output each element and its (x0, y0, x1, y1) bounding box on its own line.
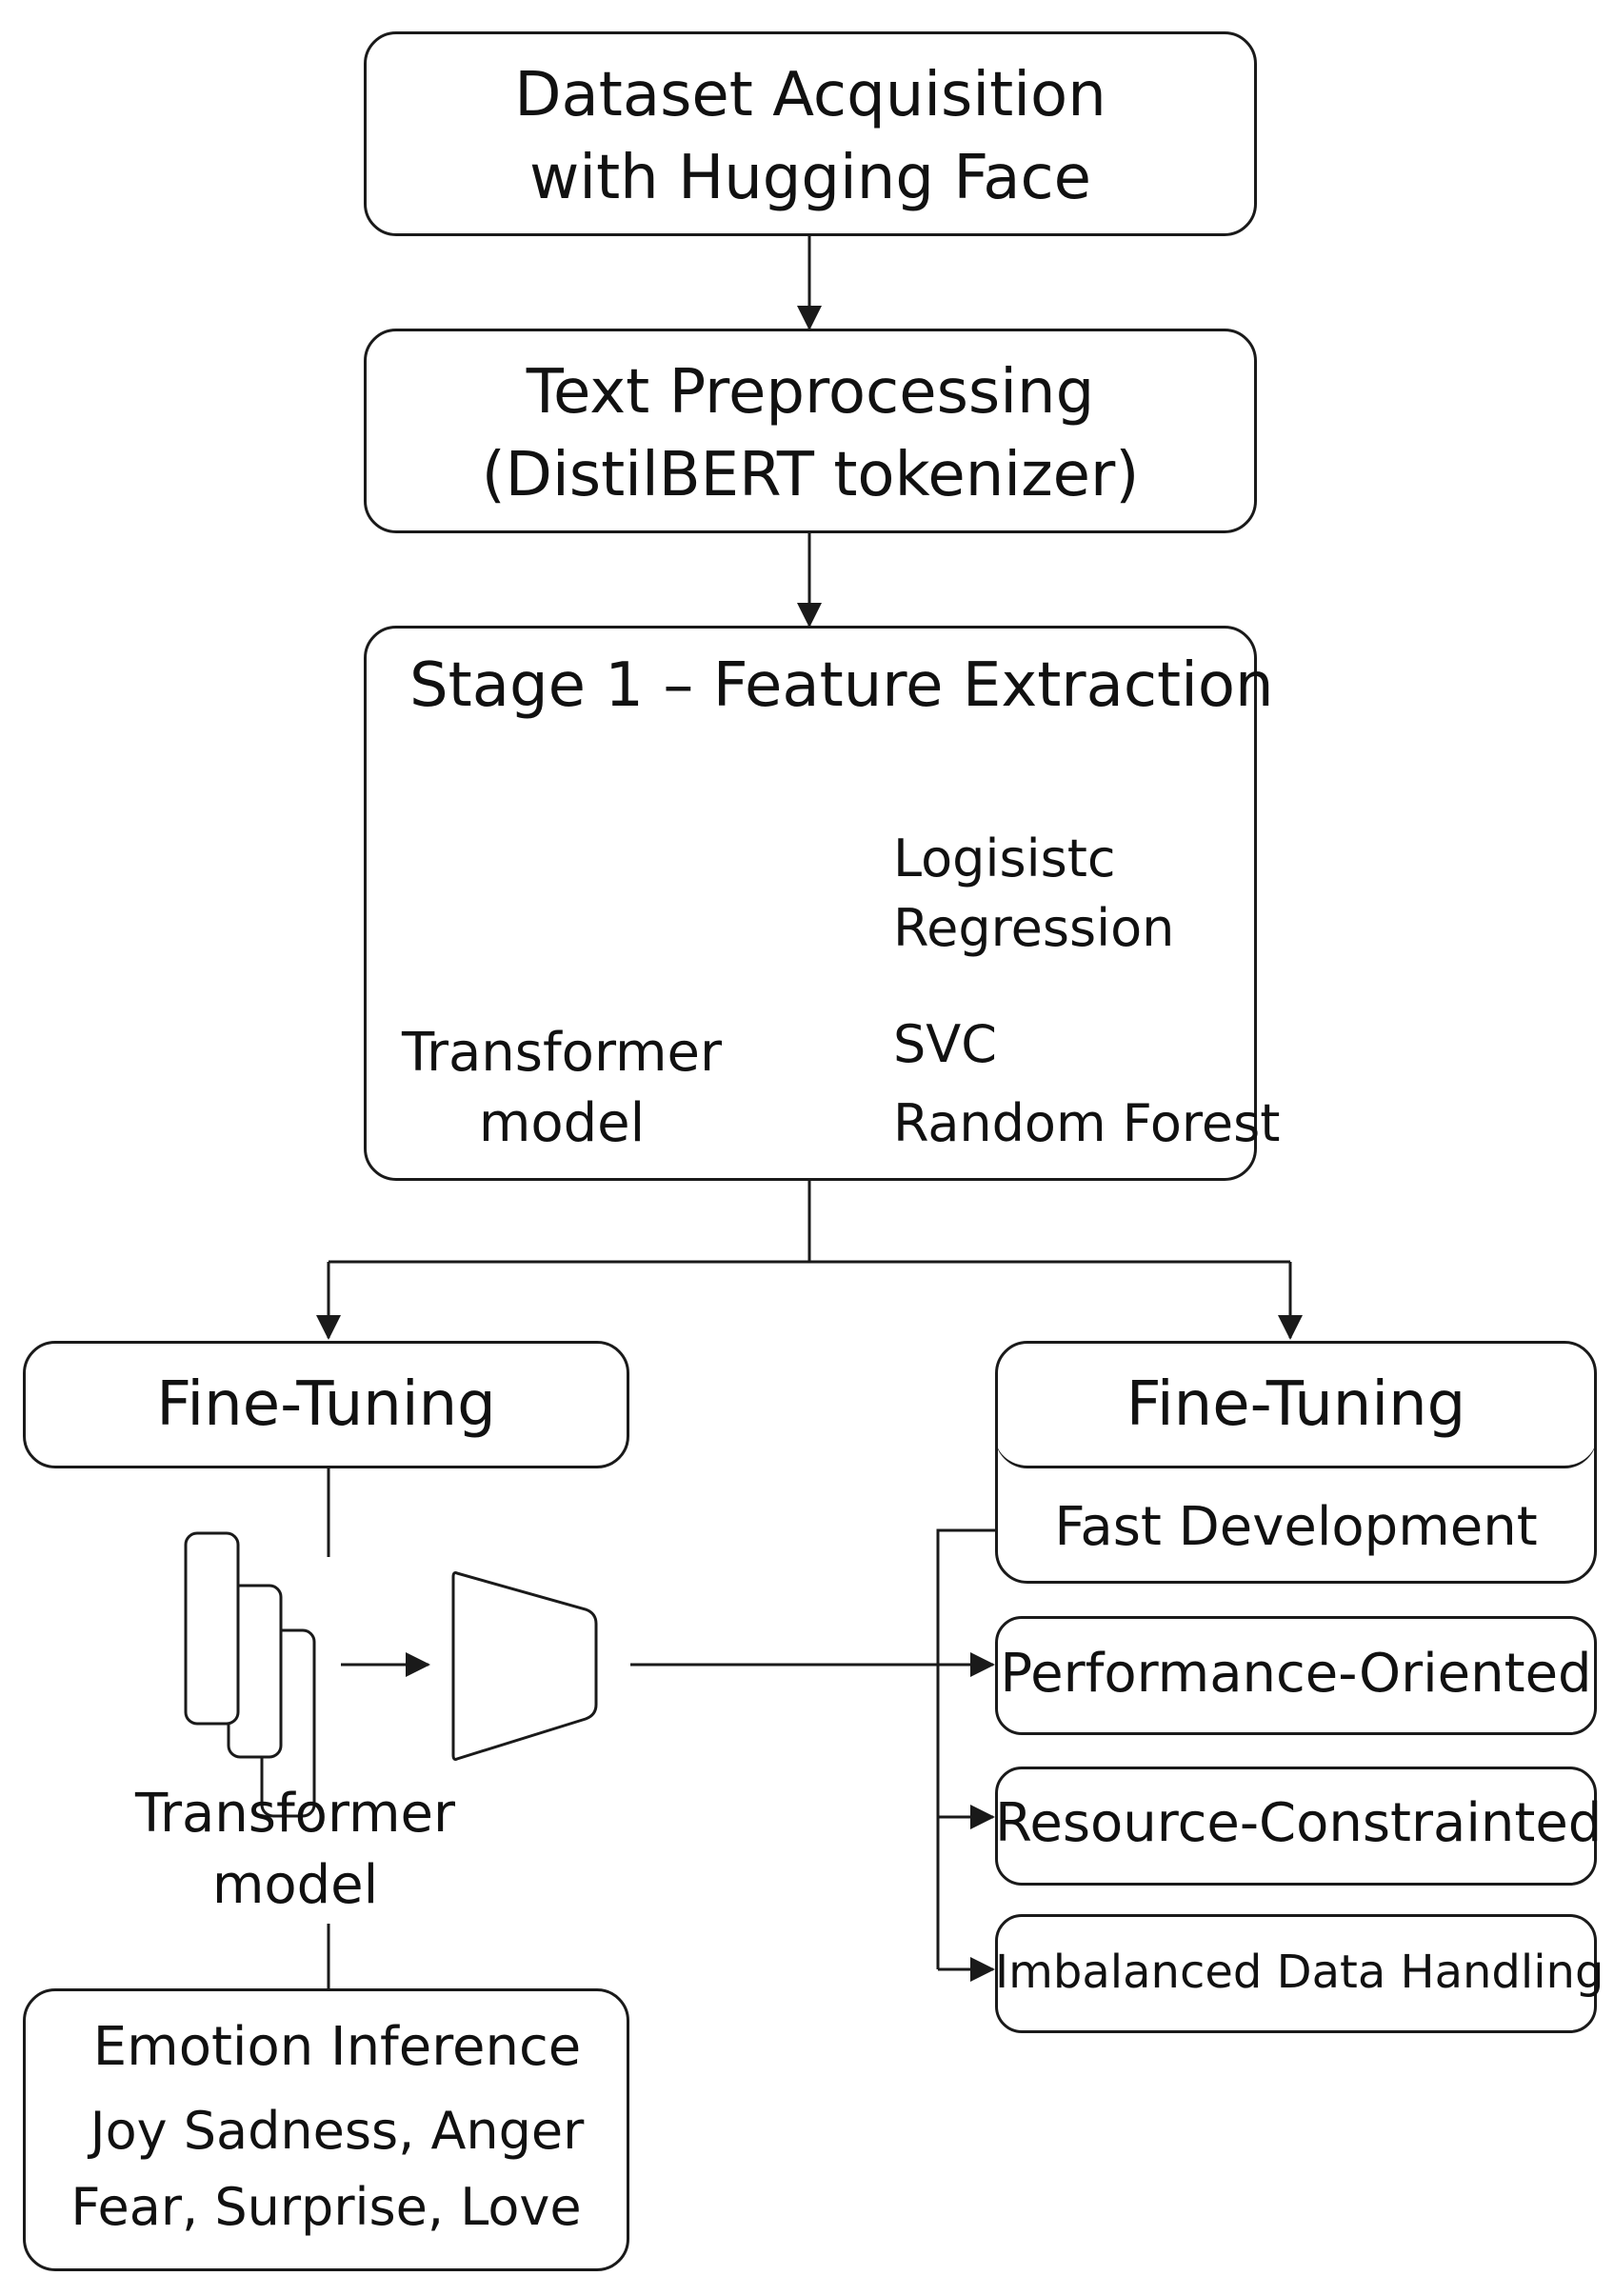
classifier-logistic-line2: Regression (893, 898, 1175, 958)
classifier-logistic-line1: Logisistc (893, 829, 1116, 888)
option-imbalanced-data-handling: Imbalanced Data Handling (995, 1946, 1604, 1999)
options-bracket (936, 1528, 995, 1969)
branch-connector (329, 1181, 1290, 1264)
dataset-acquisition-label-line2: with Hugging Face (528, 143, 1092, 213)
classifier-svc: SVC (893, 1014, 997, 1074)
right-finetuning-box (995, 1341, 1597, 1584)
finetune-transformer-label-line1: Transformer (134, 1783, 456, 1845)
emotion-inference-classes-line2: Fear, Surprise, Love (70, 2177, 582, 2237)
stage1-transformer-label-line2: model (478, 1092, 646, 1154)
option-resource-constrainted: Resource-Constrainted (995, 1792, 1603, 1854)
emotion-inference-title: Emotion Inference (92, 2016, 582, 2078)
classification-head-icon (451, 1571, 598, 1761)
right-finetuning-label: Fine-Tuning (1126, 1369, 1466, 1440)
stage1-feature-extraction-box (364, 626, 1257, 1181)
finetune-transformer-model-icon (184, 1531, 316, 1818)
option-performance-oriented-box (995, 1616, 1597, 1735)
text-preprocessing-box (364, 329, 1257, 533)
stage1-title: Stage 1 – Feature Extraction (409, 650, 1274, 721)
finetune-transformer-label-line2: model (211, 1854, 379, 1916)
left-finetuning-label: Fine-Tuning (156, 1369, 496, 1440)
option-fast-development: Fast Development (1054, 1496, 1538, 1558)
dataset-acquisition-box (364, 31, 1257, 236)
stage1-transformer-label-line1: Transformer (401, 1022, 723, 1084)
emotion-inference-box (23, 1988, 629, 2271)
emotion-inference-classes-line1: Joy Sadness, Anger (90, 2101, 585, 2161)
option-performance-oriented: Performance-Oriented (1000, 1643, 1592, 1705)
classifier-random-forest: Random Forest (893, 1093, 1281, 1153)
dataset-acquisition-label-line1: Dataset Acquisition (514, 60, 1106, 130)
right-finetuning-divider (995, 1428, 1597, 1468)
text-preprocessing-label-line1: Text Preprocessing (526, 357, 1095, 428)
text-preprocessing-label-line2: (DistilBERT tokenizer) (481, 440, 1140, 510)
option-resource-constrainted-box (995, 1767, 1597, 1886)
left-finetuning-box (23, 1341, 629, 1468)
option-imbalanced-data-box (995, 1914, 1597, 2033)
